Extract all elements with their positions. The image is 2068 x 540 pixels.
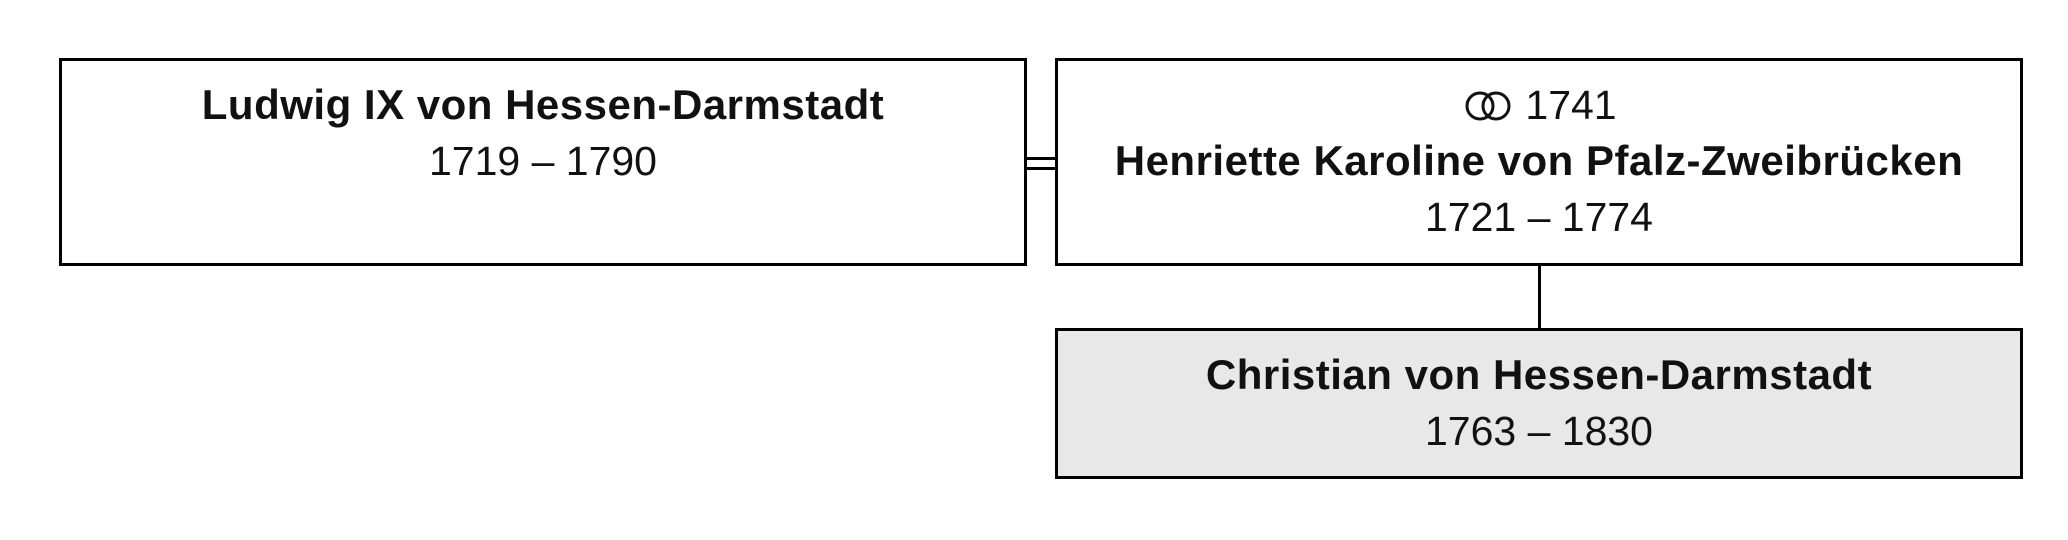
person-lifespan: 1719 – 1790: [428, 138, 657, 184]
person-box-father[interactable]: Ludwig IX von Hessen-Darmstadt 1719 – 17…: [59, 58, 1027, 266]
wedding-rings-icon: [1465, 91, 1511, 121]
descent-connector: [1538, 266, 1541, 328]
marriage-connector-bottom: [1027, 167, 1055, 170]
person-name: Ludwig IX von Hessen-Darmstadt: [201, 81, 885, 128]
person-lifespan: 1721 – 1774: [1424, 194, 1653, 240]
person-name: Christian von Hessen-Darmstadt: [1205, 351, 1873, 398]
person-box-mother[interactable]: 1741 Henriette Karoline von Pfalz-Zweibr…: [1055, 58, 2023, 266]
person-lifespan: 1763 – 1830: [1424, 408, 1653, 454]
person-box-child[interactable]: Christian von Hessen-Darmstadt 1763 – 18…: [1055, 328, 2023, 479]
person-name: Henriette Karoline von Pfalz-Zweibrücken: [1114, 137, 1964, 184]
marriage-year: 1741: [1525, 82, 1617, 128]
marriage-connector-top: [1027, 157, 1055, 160]
marriage-info: 1741: [1058, 77, 2020, 133]
